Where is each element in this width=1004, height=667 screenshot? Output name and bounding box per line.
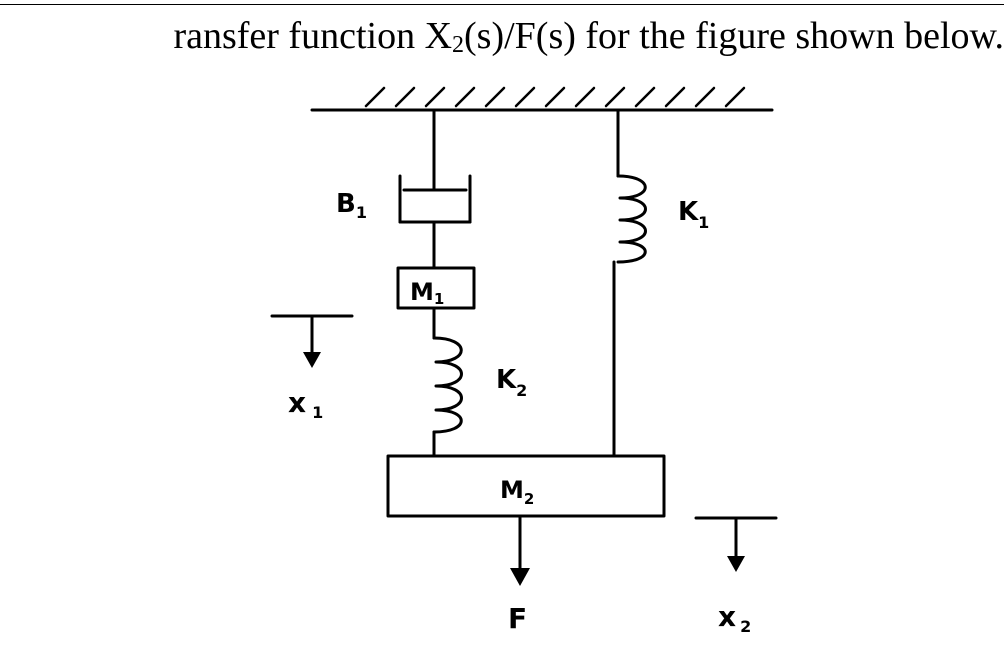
label-k2: K2: [496, 365, 527, 400]
x1-arrowhead: [303, 352, 321, 368]
label-f: F: [508, 602, 527, 635]
top-rule: [0, 4, 1004, 5]
heading-subscript: 2: [452, 32, 465, 58]
ground-support: [310, 86, 774, 112]
x2-arrowhead: [727, 556, 745, 572]
label-b1: B1: [336, 189, 367, 222]
mass-m1: [396, 266, 476, 310]
label-m2: M2: [500, 476, 534, 508]
spring-k1: [616, 174, 647, 264]
problem-statement: ransfer function X2(s)/F(s) for the figu…: [0, 6, 1004, 75]
heading-prefix: ransfer function X: [173, 15, 453, 57]
spring-k2: [432, 336, 463, 434]
x1-reference: [270, 314, 354, 358]
label-k1: K1: [678, 197, 709, 232]
mass-m2: [386, 454, 666, 518]
heading-suffix: (s)/F(s) for the figure shown below.: [464, 15, 1004, 57]
x2-reference: [694, 516, 778, 562]
force-arrowhead: [510, 568, 530, 586]
label-m1: M1: [410, 278, 444, 308]
